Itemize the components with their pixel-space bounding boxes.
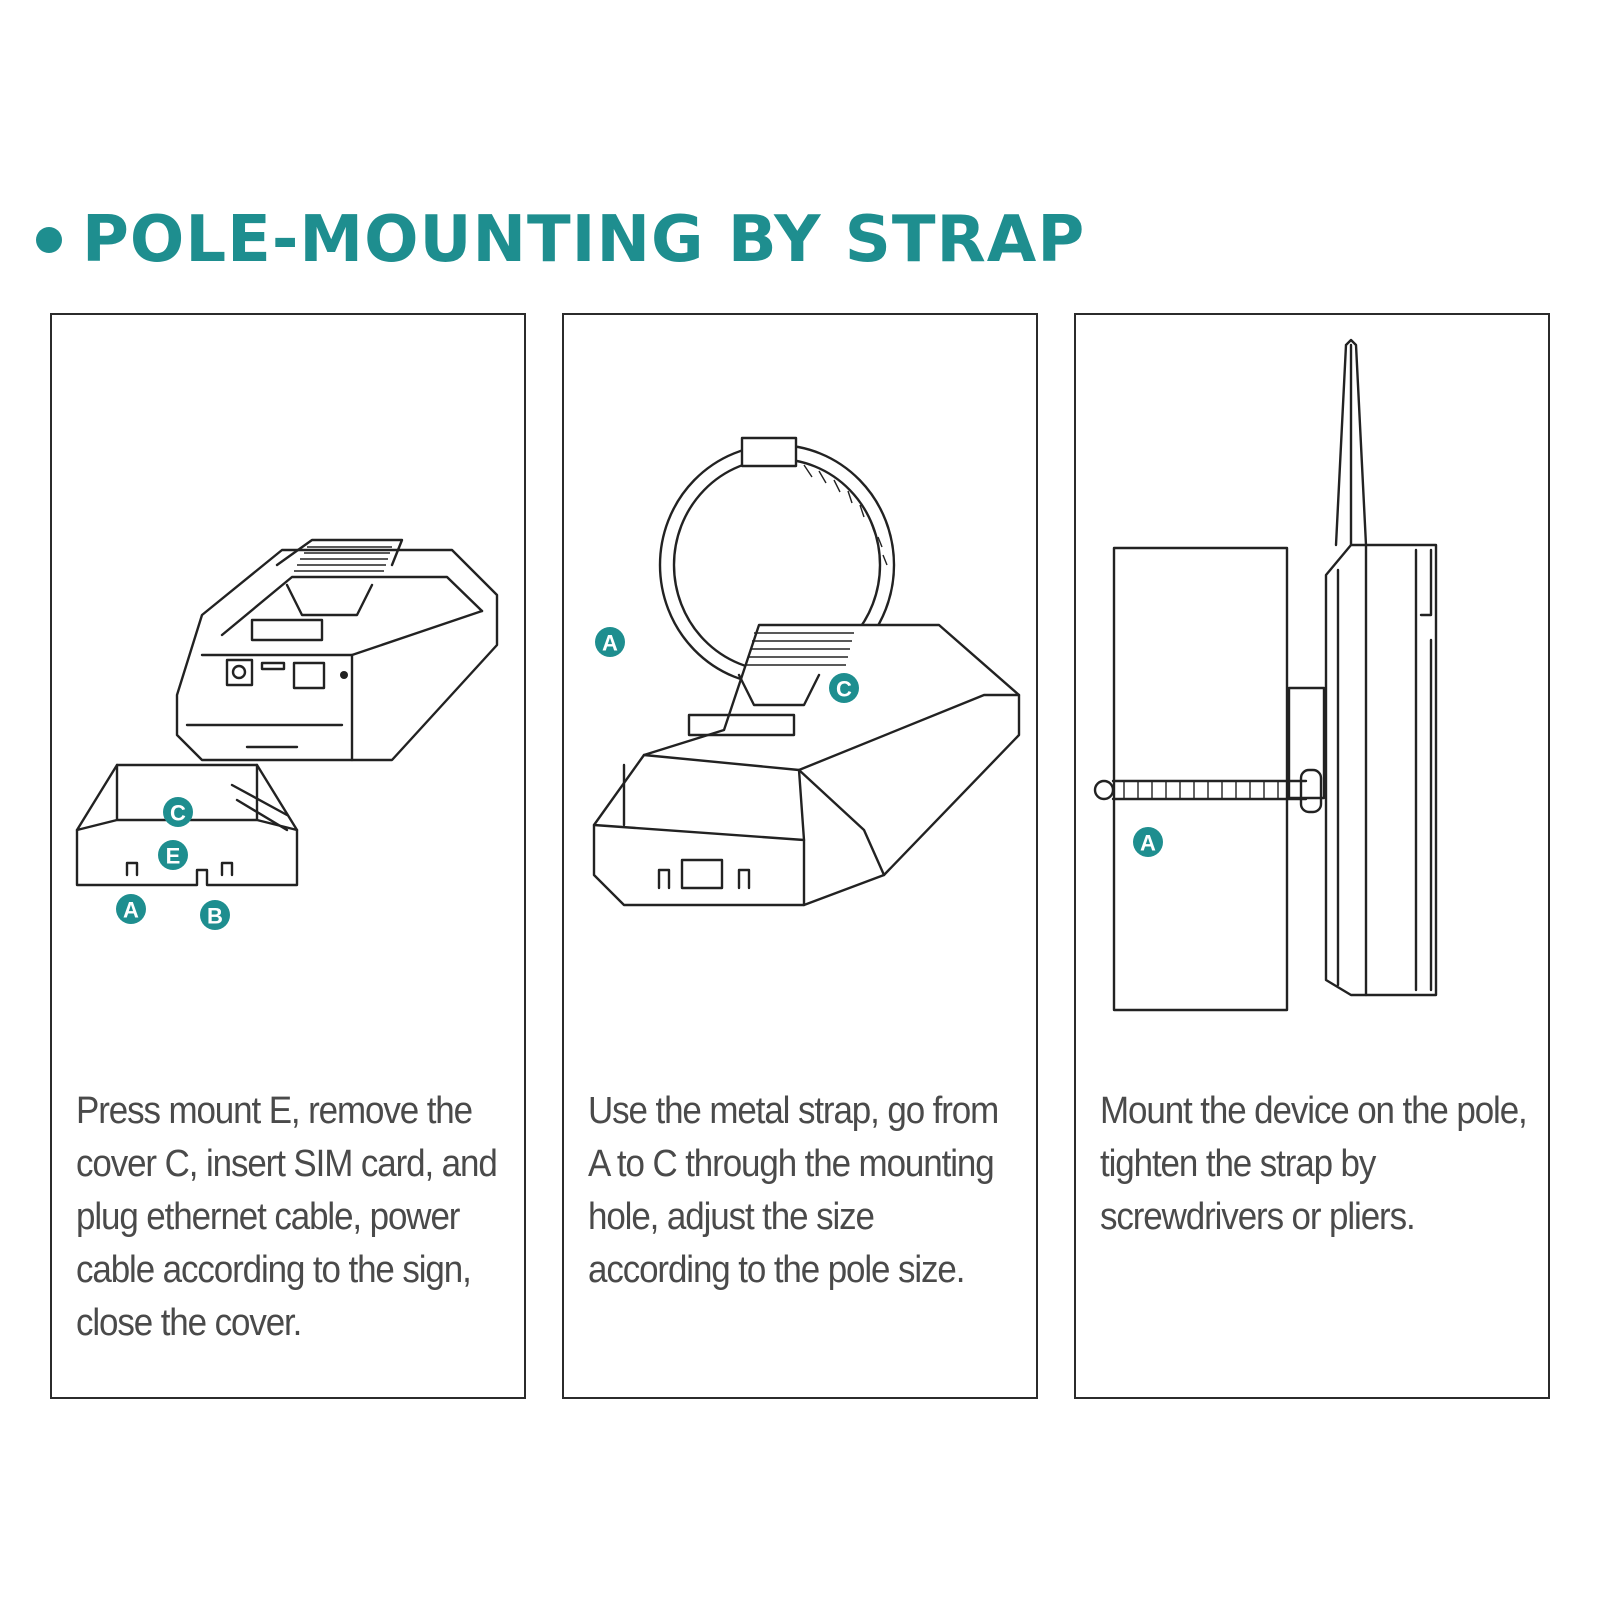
step-1-illustration: C E A B	[75, 538, 499, 930]
step-panel-3: A Mount the device on the pole, tighten …	[1074, 313, 1550, 1399]
svg-text:C: C	[836, 677, 852, 702]
cover-illustration	[75, 763, 299, 887]
step-panel-2: A C Use the metal strap, go from A to C …	[562, 313, 1038, 1399]
step-3-illustration: A	[1093, 338, 1438, 1012]
svg-text:A: A	[123, 898, 139, 923]
antenna-illustration	[1334, 338, 1368, 547]
step-2-illustration: A C	[592, 436, 1021, 907]
callout-a: A	[1133, 827, 1163, 857]
callout-b: B	[200, 900, 230, 930]
step-1-caption: Press mount E, remove the cover C, inser…	[76, 1090, 498, 1344]
router-open-illustration	[175, 538, 499, 762]
router-side-illustration	[1287, 543, 1438, 997]
page-title: POLE-MOUNTING BY STRAP	[82, 203, 1086, 277]
router-closed-illustration	[592, 623, 1021, 907]
callout-a: A	[595, 627, 625, 657]
callout-a: A	[116, 894, 146, 924]
step-2-caption: Use the metal strap, go from A to C thro…	[588, 1090, 999, 1291]
strap-clamp-illustration	[1093, 779, 1308, 801]
svg-text:C: C	[170, 801, 186, 826]
callout-e: E	[158, 840, 188, 870]
step-3-caption: Mount the device on the pole, tighten th…	[1100, 1090, 1528, 1238]
svg-text:A: A	[1140, 831, 1156, 856]
section-heading: POLE-MOUNTING BY STRAP	[36, 200, 1085, 280]
callout-c: C	[829, 673, 859, 703]
callout-c: C	[163, 797, 193, 827]
svg-text:A: A	[602, 631, 618, 656]
svg-text:E: E	[166, 844, 181, 869]
bullet-icon	[36, 227, 62, 253]
step-panel-1: C E A B Press mount E, remove the cover …	[50, 313, 526, 1399]
pole-illustration	[1112, 546, 1289, 1012]
svg-text:B: B	[207, 904, 223, 929]
